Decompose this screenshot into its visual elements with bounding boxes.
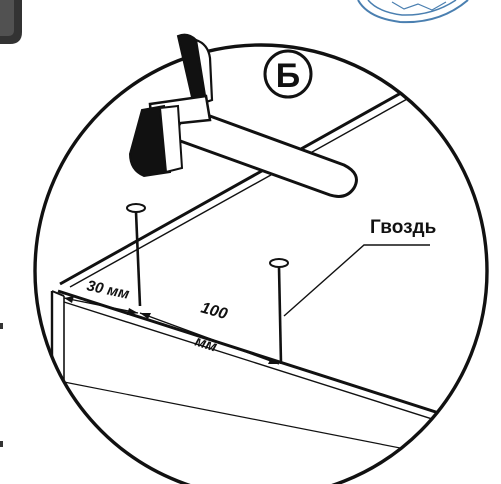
corner-tab-inner	[0, 0, 14, 36]
panel-label-circle	[263, 49, 313, 99]
hammer-icon	[128, 33, 358, 198]
nail-leader-line	[283, 244, 430, 317]
corner-tab	[0, 0, 22, 44]
spacing-dimension-unit: мм	[193, 333, 219, 356]
nail-label: Гвоздь	[370, 217, 436, 238]
spacing-dimension	[139, 312, 280, 365]
panel-label: Б	[276, 57, 300, 95]
edge-dimension	[63, 296, 139, 315]
edge-mark	[0, 323, 3, 329]
edge-dimension-label: 30 мм	[85, 277, 131, 303]
magnifier-circle	[33, 43, 489, 484]
nail-icon	[269, 258, 289, 365]
nail-icon	[126, 203, 146, 307]
logo-stamp	[357, 0, 469, 24]
spacing-dimension-value: 100	[199, 300, 229, 324]
edge-mark	[0, 441, 3, 447]
